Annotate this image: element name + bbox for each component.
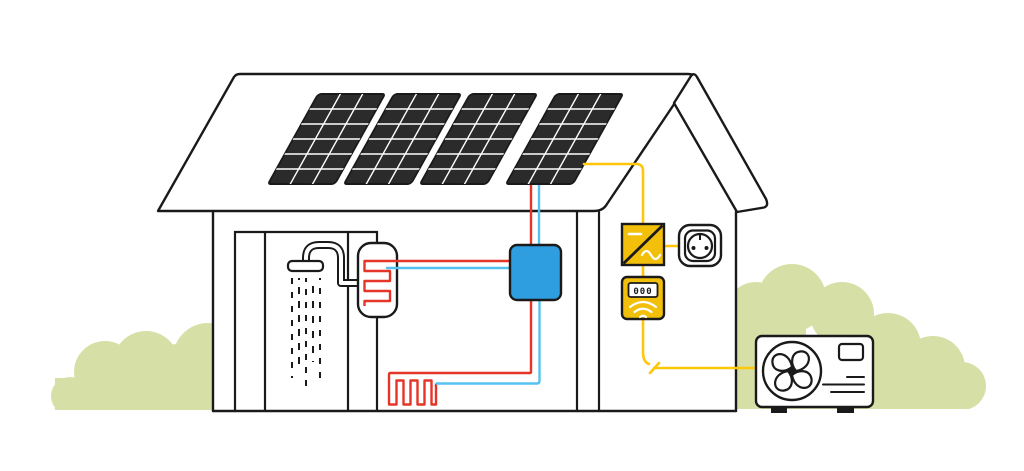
- bush-left: [51, 323, 215, 410]
- solar-panel-array: [268, 93, 623, 185]
- shower: [233, 230, 379, 412]
- heat-pump-panel: [837, 342, 865, 362]
- storage-unit: [508, 243, 563, 302]
- smart-meter: 000: [620, 275, 666, 321]
- inverter: [620, 222, 666, 267]
- underfloor-heating-pipe-hot: [387, 299, 533, 406]
- fan-icon: [771, 350, 813, 392]
- solar-panel: [268, 93, 385, 185]
- solar-panel: [344, 93, 461, 185]
- power-outlet: [677, 223, 723, 268]
- shower-pipe: [302, 241, 359, 287]
- solar-panel: [420, 93, 537, 185]
- heating-coil: [363, 259, 509, 306]
- meter-display: [627, 282, 659, 298]
- heat-pump-vents: [822, 376, 865, 393]
- meter-reading: 000: [633, 287, 652, 297]
- socket-hole: [704, 246, 709, 250]
- underfloor-heating-pipe-cold: [436, 299, 541, 385]
- wireless-signal-icon: [628, 300, 658, 319]
- roof-gable-overhang: [672, 73, 769, 214]
- solar-panel: [506, 93, 623, 185]
- socket-circle: [686, 232, 714, 260]
- heat-pump: [754, 334, 875, 413]
- shower-enclosure: [233, 230, 379, 412]
- house-body: [213, 103, 736, 411]
- shower-head: [286, 259, 325, 273]
- socket-hole: [691, 246, 696, 250]
- inverter-diagonal: [622, 224, 664, 265]
- ac-sine-symbol: [640, 249, 662, 261]
- solar-cable: [582, 162, 758, 375]
- water-drops: [291, 278, 321, 390]
